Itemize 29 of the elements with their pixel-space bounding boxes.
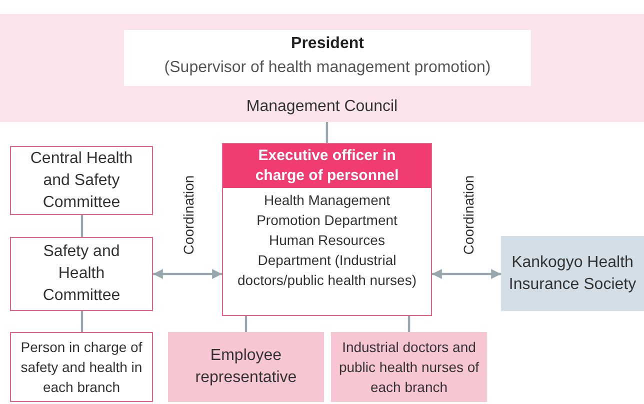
org-box	[124, 30, 531, 86]
org-box	[501, 236, 644, 311]
connector-line	[80, 311, 84, 332]
org-box	[168, 332, 324, 402]
department-box	[222, 143, 432, 316]
org-box	[10, 146, 153, 215]
org-box	[331, 332, 487, 402]
org-box	[10, 332, 153, 402]
box-text: Industrial doctors and public health nurses of each branch	[338, 338, 480, 397]
box-text: Kankogyo Health Insurance Society	[508, 252, 638, 294]
box-text: Central Health and Safety Committee	[29, 148, 134, 212]
subtitle-text: (Supervisor of health management promotion)	[163, 59, 492, 77]
box-text: Safety and Health Committee	[42, 242, 122, 306]
edge-label: Coordination	[180, 173, 196, 257]
header-text: Executive officer in charge of personnel	[223, 144, 431, 188]
double-arrow	[153, 269, 222, 279]
council-name: Management Council	[245, 98, 399, 116]
title-text: President	[290, 35, 365, 53]
connector-line	[326, 122, 328, 143]
edge-label: Coordination	[460, 173, 476, 257]
connector-line	[408, 316, 410, 332]
council-band	[0, 14, 644, 122]
connector-line	[80, 215, 84, 237]
body-text: Health Management Promotion Department Human Resources Department (Industrial doctors/public health nurses)	[236, 191, 418, 290]
connector-line	[244, 316, 248, 332]
org-box	[10, 237, 153, 311]
double-arrow	[432, 269, 501, 279]
box-text: Person in charge of safety and health in each branch	[20, 338, 144, 397]
box-text: Employee representative	[194, 346, 298, 388]
